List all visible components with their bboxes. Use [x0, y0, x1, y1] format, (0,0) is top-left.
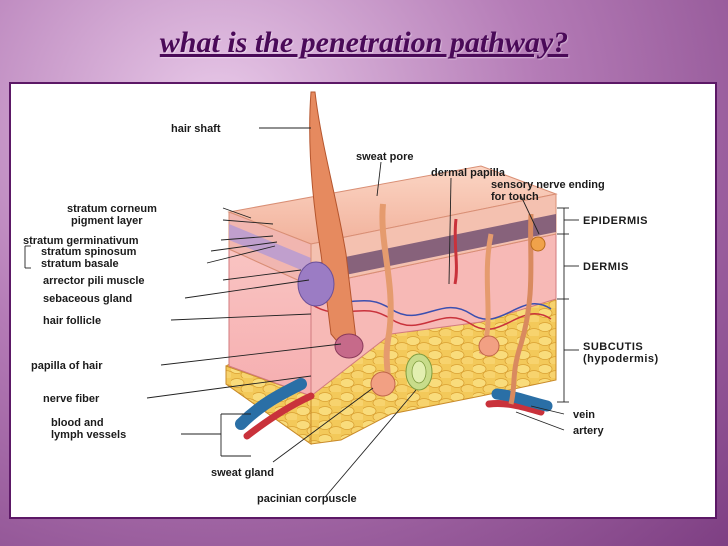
label-arrector-pili-muscle: arrector pili muscle	[43, 275, 145, 287]
label-sensory-nerve-ending: sensory nerve ending	[491, 179, 605, 191]
label-lymph-vessels: lymph vessels	[51, 429, 126, 441]
label-sebaceous-gland: sebaceous gland	[43, 293, 132, 305]
label-artery: artery	[573, 425, 604, 437]
label-nerve-fiber: nerve fiber	[43, 393, 100, 405]
label-dermis: DERMIS	[583, 261, 629, 273]
label-epidermis: EPIDERMIS	[583, 215, 648, 227]
label-blood-and: blood and	[51, 417, 104, 429]
label-pigment-layer: pigment layer	[71, 215, 143, 227]
label-pacinian-corpuscle: pacinian corpuscle	[257, 493, 357, 505]
pacinian-corpuscle	[406, 354, 432, 390]
label-papilla-of-hair: papilla of hair	[31, 360, 103, 372]
label-stratum-corneum: stratum corneum	[67, 203, 157, 215]
label-stratum-spinosum: stratum spinosum	[41, 246, 137, 258]
label-dermal-papilla: dermal papilla	[431, 167, 506, 179]
label-sweat-pore: sweat pore	[356, 151, 413, 163]
label-stratum-basale: stratum basale	[41, 258, 119, 270]
label-sweat-gland: sweat gland	[211, 467, 274, 479]
label-hypodermis: (hypodermis)	[583, 353, 659, 365]
slide-title: what is the penetration pathway?	[0, 26, 728, 60]
label-hair-follicle: hair follicle	[43, 315, 101, 327]
skin-cross-section-diagram: hair shaft stratum corneum pigment layer…	[11, 84, 715, 517]
label-hair-shaft: hair shaft	[171, 123, 221, 135]
label-vein: vein	[573, 409, 595, 421]
label-subcutis: SUBCUTIS	[583, 341, 643, 353]
label-for-touch: for touch	[491, 191, 539, 203]
skin-diagram-frame: hair shaft stratum corneum pigment layer…	[9, 82, 717, 519]
